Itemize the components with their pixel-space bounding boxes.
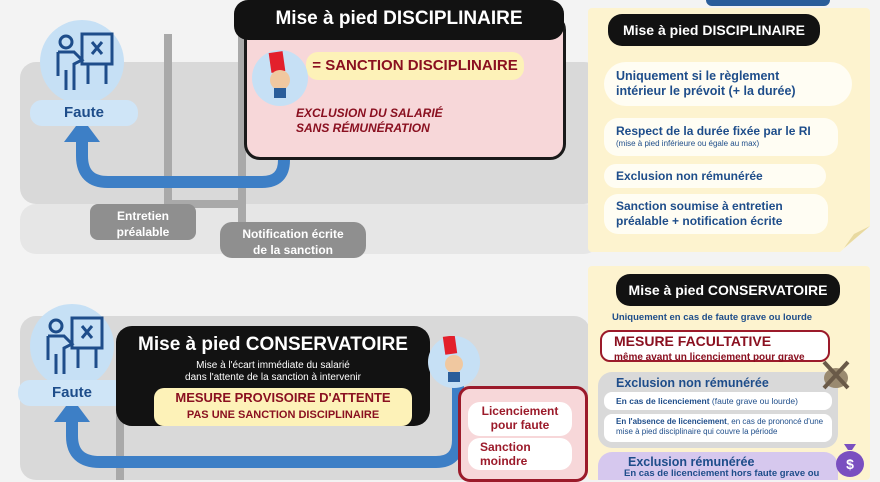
top-title: Mise à pied DISCIPLINAIRE — [234, 0, 564, 40]
panel-top-title: Mise à pied DISCIPLINAIRE — [608, 14, 820, 46]
bottom-subtitle-line2: dans l'attente de la sanction à interven… — [185, 372, 361, 383]
panel-bottom-mesure: MESURE FACULTATIVE même avant un licenci… — [600, 330, 830, 363]
panel-top-item1-line1: Uniquement si le règlement — [616, 69, 780, 83]
panel-bottom-title: Mise à pied CONSERVATOIRE — [616, 274, 840, 306]
case2-rest: , en cas de prononcé d'une mise à pied d… — [616, 417, 824, 436]
bottom-mesure-line1: MESURE PROVISOIRE D'ATTENTE — [175, 390, 391, 405]
panel-top-item3: Exclusion non rémunérée — [604, 164, 826, 188]
bottom-vertical-bar-left — [116, 406, 124, 480]
money-bag-icon: $ — [836, 444, 864, 477]
licenciement-line2: pour faute — [490, 418, 550, 432]
top-exclusion-text: EXCLUSION DU SALARIÉ SANS RÉMUNÉRATION — [296, 106, 443, 136]
top-exclusion-line2: SANS RÉMUNÉRATION — [296, 121, 430, 135]
bottom-mesure-box: MESURE PROVISOIRE D'ATTENTE PAS UNE SANC… — [154, 388, 412, 426]
bottom-card-circle — [428, 335, 480, 388]
panel-top-header-tab — [706, 0, 830, 6]
top-exclusion-line1: EXCLUSION DU SALARIÉ — [296, 106, 443, 120]
top-faute-label: Faute — [30, 100, 138, 126]
panel-bottom-case1: En cas de licenciement (faute grave ou l… — [604, 392, 832, 410]
top-notification-line1: Notification écrite — [242, 227, 344, 241]
top-entretien-line1: Entretien — [116, 209, 169, 223]
top-notification-label: Notification écrite de la sanction — [220, 222, 366, 258]
case1-rest: (faute grave ou lourde) — [709, 396, 798, 406]
top-entretien-line2: préalable — [116, 225, 170, 239]
panel-top-item4-line1: Sanction soumise à entretien — [616, 199, 783, 213]
licenciement-line1: Licenciement — [481, 404, 559, 418]
top-person-circle — [40, 20, 124, 104]
bottom-mesure-line2: PAS UNE SANCTION DISCIPLINAIRE — [186, 409, 380, 421]
teacher-board-icon — [56, 32, 114, 90]
top-entretien-label: Entretien préalable — [90, 204, 196, 240]
top-notification-line2: de la sanction — [252, 243, 334, 257]
top-sanction-label: = SANCTION DISCIPLINAIRE — [306, 52, 524, 80]
top-horizontal-bar — [164, 200, 244, 208]
bottom-outcome-sanction: Sanction moindre — [468, 438, 572, 470]
top-vertical-bar-right — [238, 34, 246, 228]
panel-bottom-paid-box — [598, 452, 838, 480]
sanction-line2: moindre — [480, 454, 528, 468]
panel-top-item1-line2: intérieur le prévoit (+ la durée) — [616, 84, 796, 98]
case2-bold: En l'absence de licenciement — [616, 417, 727, 426]
teacher-board-icon — [46, 316, 104, 374]
panel-top-item4: Sanction soumise à entretien préalable +… — [604, 194, 828, 234]
panel-bottom-paid-line: En cas de licenciement hors faute grave … — [624, 468, 820, 479]
bottom-faute-label: Faute — [18, 380, 126, 406]
case1-bold: En cas de licenciement — [616, 396, 710, 406]
bottom-person-circle — [30, 304, 114, 388]
panel-bottom-intro: Uniquement en cas de faute grave ou lour… — [612, 312, 813, 323]
svg-text:$: $ — [846, 456, 854, 472]
bottom-title: Mise à pied CONSERVATOIRE — [138, 334, 408, 355]
bottom-subtitle: Mise à l'écart immédiate du salarié dans… — [116, 360, 430, 384]
top-card-circle — [252, 50, 308, 106]
red-card-hand-icon — [268, 51, 290, 98]
panel-top-item2: Respect de la durée fixée par le RI (mis… — [604, 118, 838, 156]
panel-top-item2-line1: Respect de la durée fixée par le RI — [616, 124, 811, 138]
red-card-hand-icon — [442, 335, 463, 382]
panel-bottom-case2: En l'absence de licenciement, en cas de … — [604, 414, 832, 442]
page-curl-icon — [840, 226, 870, 252]
sanction-line1: Sanction — [480, 440, 531, 454]
no-money-icon — [822, 360, 850, 390]
bottom-outcome-licenciement: Licenciement pour faute — [468, 402, 572, 436]
panel-bottom-mesure-line2: même avant un licenciement pour grave — [614, 352, 805, 363]
panel-bottom-excl-title: Exclusion non rémunérée — [616, 376, 769, 390]
panel-top-item2-small: (mise à pied inférieure ou égale au max) — [616, 139, 760, 148]
bottom-subtitle-line1: Mise à l'écart immédiate du salarié — [196, 360, 350, 371]
panel-top-item4-line2: préalable + notification écrite — [616, 214, 783, 228]
top-vertical-bar-left — [164, 34, 172, 204]
panel-top-item1: Uniquement si le règlement intérieur le … — [604, 62, 852, 106]
panel-bottom-paid-title: Exclusion rémunérée — [628, 455, 755, 469]
panel-bottom-mesure-line1: MESURE FACULTATIVE — [614, 333, 772, 349]
